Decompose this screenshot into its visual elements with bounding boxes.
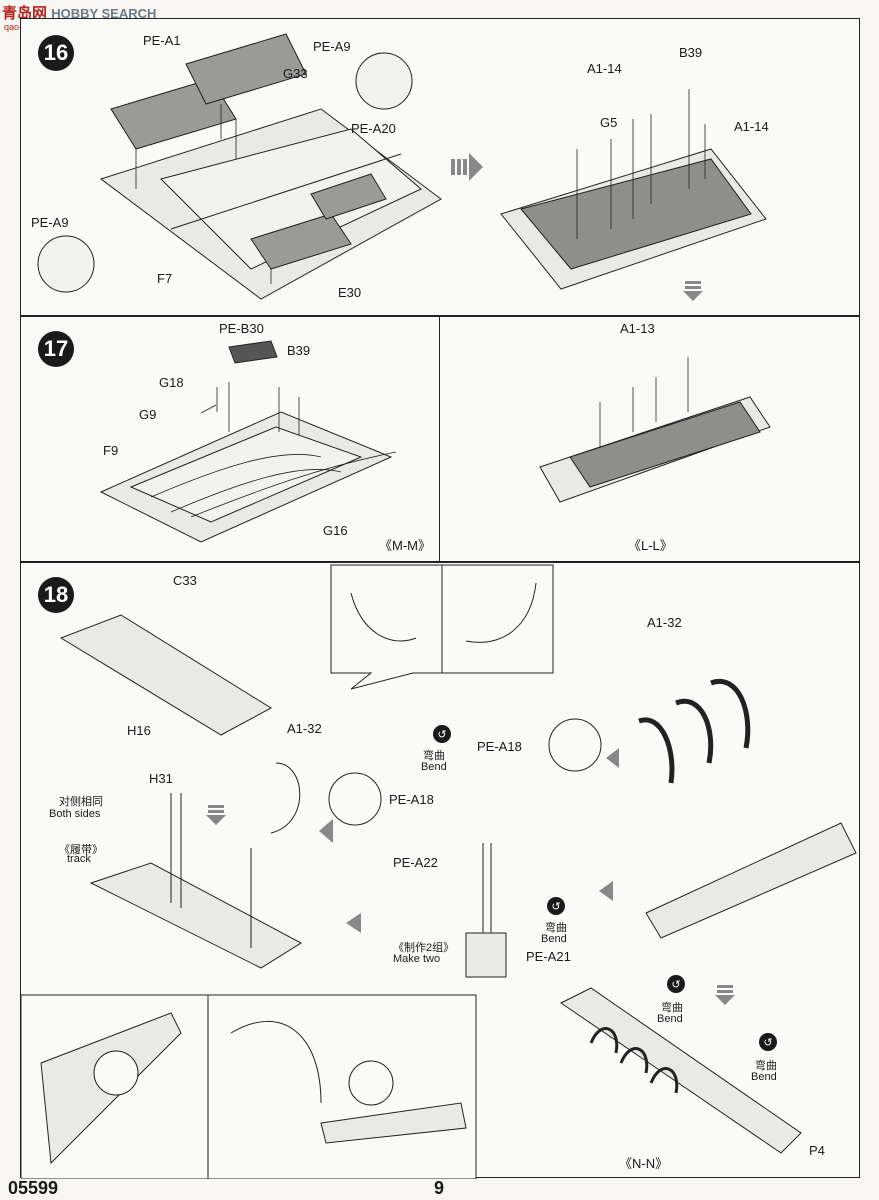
step-16-label-pe-a20: PE-A20 bbox=[351, 121, 396, 136]
step-18-label-c33: C33 bbox=[173, 573, 197, 588]
step-16-label-pe-a9-left: PE-A9 bbox=[31, 215, 69, 230]
step-16-label-e30: E30 bbox=[338, 285, 362, 300]
step-17-number: 17 bbox=[38, 331, 74, 367]
step-18-label-pe-a18-left: PE-A18 bbox=[389, 792, 434, 807]
footer-product-code: 05599 bbox=[8, 1178, 59, 1198]
step-17-drawing bbox=[99, 340, 397, 543]
bend-icon: ↺ bbox=[547, 897, 565, 915]
step-18-bend-cn-2: 弯曲 bbox=[545, 922, 567, 934]
step-18-label-a1-32-left: A1-32 bbox=[287, 721, 322, 736]
step-17-label-g9: G9 bbox=[139, 407, 157, 422]
step-16-label-f7: F7 bbox=[157, 271, 173, 286]
step-18-track-en: track bbox=[67, 853, 91, 865]
step-18-bend-en-1: Bend bbox=[421, 761, 447, 773]
step-18-bend-en-2: Bend bbox=[541, 933, 567, 945]
step-17-label-g18: G18 bbox=[159, 375, 184, 390]
step-18-number: 18 bbox=[38, 577, 74, 613]
bend-icon: ↺ bbox=[433, 725, 451, 743]
step-17-label-g16: G16 bbox=[323, 523, 348, 538]
step-18-label-h31: H31 bbox=[149, 771, 173, 786]
step-18-panel: 18 bbox=[20, 562, 860, 1179]
step-18-label-pe-a18-right: PE-A18 bbox=[477, 739, 522, 754]
step-16-label-pe-a1: PE-A1 bbox=[143, 33, 181, 48]
bend-icon: ↺ bbox=[759, 1033, 777, 1051]
step-16-drawing bbox=[37, 33, 767, 301]
step-18-bend-en-4: Bend bbox=[751, 1071, 777, 1083]
watermark: 青岛网 HOBBY SEARCH bbox=[2, 2, 156, 23]
step-16-label-a1-14-top: A1-14 bbox=[587, 61, 622, 76]
step-17-right-panel: A1-13 《L-L》 bbox=[440, 316, 860, 562]
step-18-bend-en-3: Bend bbox=[657, 1013, 683, 1025]
step-18-label-pe-a22: PE-A22 bbox=[393, 855, 438, 870]
step-17-label-f9: F9 bbox=[103, 443, 119, 458]
step-17-panel: 17 PE-B30 B39 G18 G9 F9 G16 《M-M》 bbox=[20, 316, 440, 562]
bend-icon: ↺ bbox=[667, 975, 685, 993]
step-18-label-h16: H16 bbox=[127, 723, 151, 738]
step-16-number: 16 bbox=[38, 35, 74, 71]
step-17-view-l-l: 《L-L》 bbox=[628, 538, 673, 553]
step-18-view-n-n: 《N-N》 bbox=[619, 1156, 669, 1171]
step-16-label-g5: G5 bbox=[600, 115, 618, 130]
step-18-label-p4: P4 bbox=[809, 1143, 825, 1158]
step-16-label-pe-a9-top: PE-A9 bbox=[313, 39, 351, 54]
step-18-bend-cn-3: 弯曲 bbox=[661, 1002, 683, 1014]
step-18-bend-cn-4: 弯曲 bbox=[755, 1060, 777, 1072]
step-17-label-a1-13: A1-13 bbox=[620, 321, 655, 336]
footer-page-number: 9 bbox=[434, 1178, 445, 1198]
step-16-label-a1-14-right: A1-14 bbox=[734, 119, 769, 134]
step-18-both-sides-cn: 对侧相同 bbox=[59, 796, 103, 808]
step-16-panel: 16 bbox=[20, 18, 860, 316]
step-18-track-cn: 《履带》 bbox=[59, 844, 103, 856]
step-18-both-sides-en: Both sides bbox=[49, 808, 101, 820]
step-18-drawing bbox=[21, 564, 857, 1179]
step-18-make-two-cn: 《制作2组》 bbox=[393, 942, 455, 954]
step-17-label-b39: B39 bbox=[287, 343, 311, 358]
step-17-right-drawing bbox=[539, 357, 771, 503]
watermark-rest: HOBBY SEARCH bbox=[51, 6, 157, 21]
step-16-label-g33: G33 bbox=[283, 66, 308, 81]
step-17-view-m-m: 《M-M》 bbox=[379, 538, 431, 553]
step-18-label-pe-a21: PE-A21 bbox=[526, 949, 571, 964]
watermark-brand: 青岛网 bbox=[2, 5, 48, 22]
step-18-make-two-en: Make two bbox=[393, 953, 441, 965]
step-18-label-a1-32-right: A1-32 bbox=[647, 615, 682, 630]
step-18-bend-cn-1: 弯曲 bbox=[423, 750, 445, 762]
step-16-label-b39: B39 bbox=[679, 45, 703, 60]
step-17-label-pe-b30: PE-B30 bbox=[219, 321, 264, 336]
